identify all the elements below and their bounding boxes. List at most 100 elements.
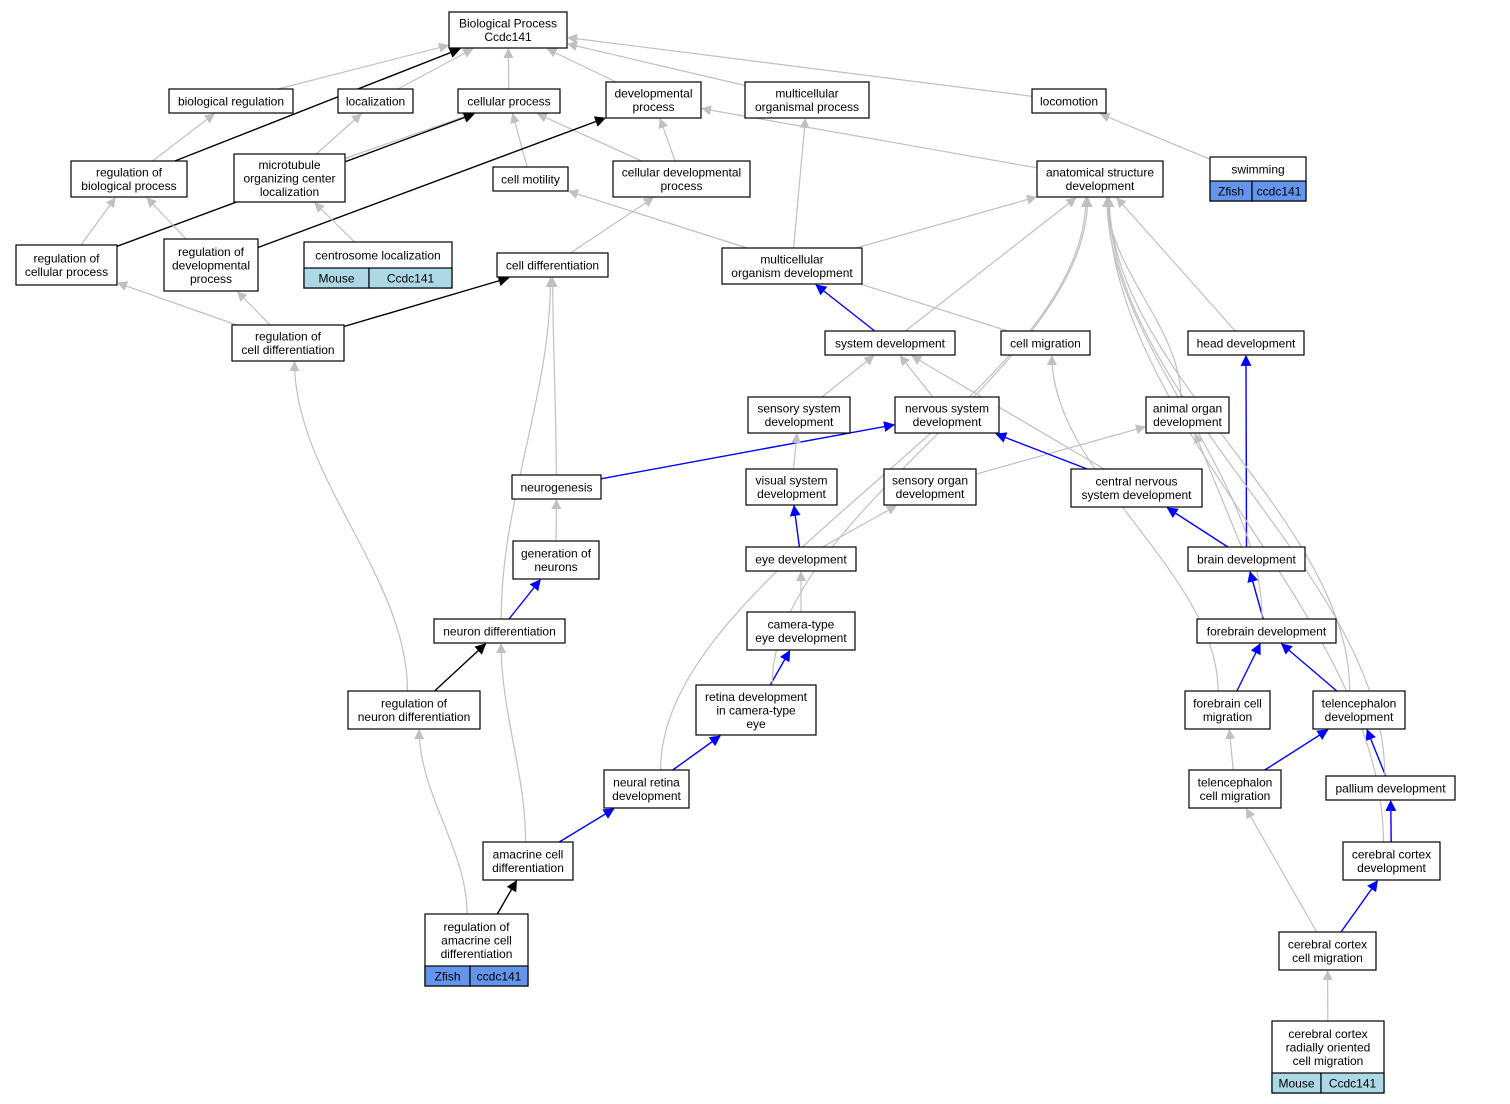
node-headdev[interactable]: head development <box>1187 330 1305 356</box>
node-box <box>163 238 259 292</box>
node-label-line: development <box>1325 710 1394 724</box>
node-label-line: regulation of <box>443 920 510 934</box>
node-box <box>746 611 856 651</box>
edge-nsd-to-sysdev <box>899 355 934 398</box>
edge-cdevp-to-cellp <box>536 113 642 162</box>
node-cmig[interactable]: cell migration <box>1000 330 1091 356</box>
node-label-line: eye <box>746 717 766 731</box>
edge-swim-to-locom <box>1099 112 1211 160</box>
edge-ccd-to-palldev <box>1385 799 1397 843</box>
node-label-line: nervous system <box>905 402 989 416</box>
edge-rcd-to-cdiff <box>343 275 510 328</box>
node-label-line: cerebral cortex <box>1288 938 1367 952</box>
edge-telcm-to-teldev <box>1264 729 1329 771</box>
edge-rbp-to-bp <box>174 47 461 162</box>
node-palldev[interactable]: pallium development <box>1325 775 1456 801</box>
edge-mod-to-asd <box>855 194 1037 249</box>
edge-teldev-to-asd <box>1104 197 1351 692</box>
node-label-line: organismal process <box>755 100 859 114</box>
node-label-line: migration <box>1203 710 1252 724</box>
node-label-line: developmental <box>172 258 250 272</box>
node-label-line: development <box>896 487 965 501</box>
node-box <box>1312 690 1406 730</box>
node-label-line: neuron differentiation <box>358 710 471 724</box>
node-cmot[interactable]: cell motility <box>492 166 569 192</box>
node-box <box>1196 618 1337 644</box>
node-braindev[interactable]: brain development <box>1187 546 1306 572</box>
node-label-line: multicellular <box>760 253 823 267</box>
node-loc[interactable]: localization <box>337 88 414 114</box>
node-label-line: cell migration <box>1293 1054 1364 1068</box>
node-box <box>747 396 851 434</box>
edge-ndiff-to-cdiff <box>500 277 556 620</box>
node-label-line: animal organ <box>1153 402 1222 416</box>
edge-rnd-to-rcd <box>289 361 409 692</box>
node-sysdev[interactable]: system development <box>824 330 956 356</box>
node-label-line: microtubule <box>258 158 320 172</box>
edge-mtoc-to-cellp <box>344 112 473 160</box>
edge-rdcte-to-cted <box>769 650 791 686</box>
node-label-line: camera-type <box>768 618 835 632</box>
edge-palldev-to-teldev <box>1365 728 1387 777</box>
node-label-line: amacrine cell <box>493 848 564 862</box>
node-neurog[interactable]: neurogenesis <box>511 474 602 500</box>
node-cdiff[interactable]: cell differentiation <box>496 252 609 278</box>
edge-acd-to-ndiff <box>496 643 527 843</box>
node-label-line: retina development <box>705 690 808 704</box>
node-breg[interactable]: biological regulation <box>168 88 294 114</box>
node-ndiff[interactable]: neuron differentiation <box>433 618 566 644</box>
node-box <box>1342 841 1441 881</box>
node-eyedev[interactable]: eye development <box>745 546 857 572</box>
edge-ndiff-to-gon <box>508 579 541 620</box>
node-label-line: telencephalon <box>1322 697 1397 711</box>
node-box <box>824 330 956 356</box>
node-label-line: visual system <box>755 474 827 488</box>
node-label-line: head development <box>1197 336 1296 350</box>
edge-cdiff-to-cdevp <box>570 197 654 254</box>
node-label-line: eye development <box>755 631 847 645</box>
node-label-line: development <box>612 789 681 803</box>
edge-loc-to-bp <box>397 48 474 90</box>
node-box <box>168 88 294 114</box>
node-locom[interactable]: locomotion <box>1031 88 1107 114</box>
node-label-line: organizing center <box>243 171 335 185</box>
node-cellp[interactable]: cellular process <box>457 88 561 114</box>
node-box <box>1184 690 1271 730</box>
node-label-line: development <box>913 415 982 429</box>
edge-cenloc-to-mtoc <box>314 202 356 243</box>
node-label-line: system development <box>835 336 946 350</box>
node-fbdev[interactable]: forebrain development <box>1196 618 1337 644</box>
